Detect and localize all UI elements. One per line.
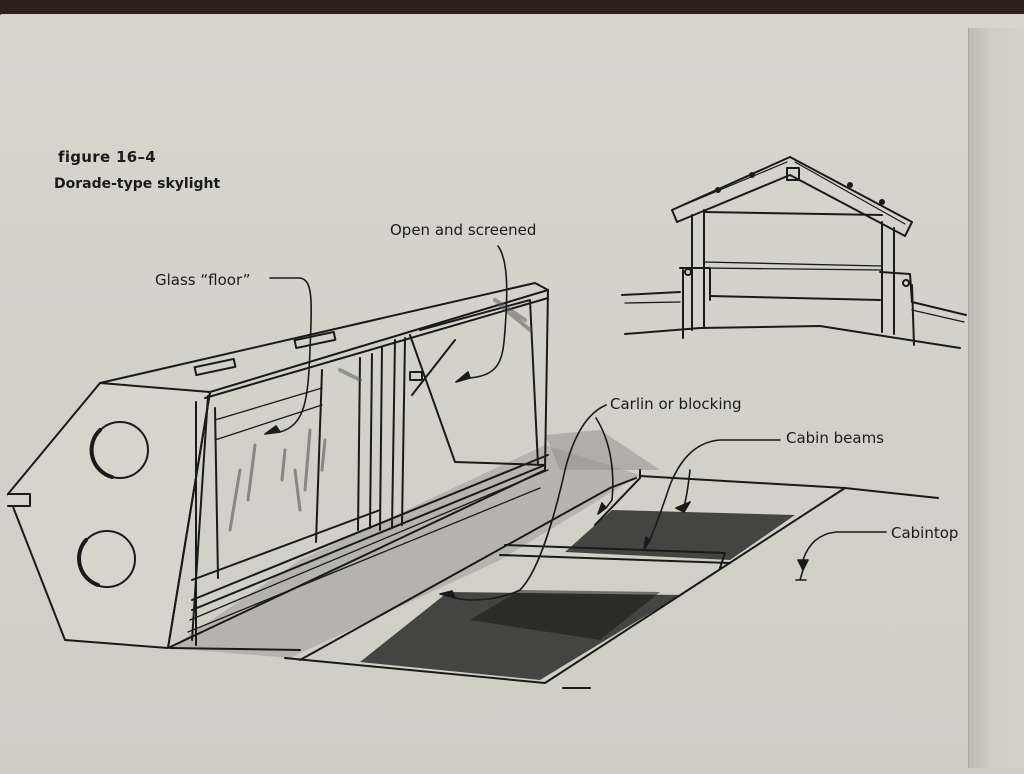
label-glass-floor: Glass “floor” [155, 271, 251, 289]
facing-page-edge [968, 28, 1024, 768]
leader-cabintop [802, 531, 887, 561]
leader-carlin-2 [595, 417, 614, 509]
leader-glass-floor [269, 277, 312, 433]
figure-caption: Dorade-type skylight [54, 176, 221, 192]
leader-cabin-beams-1 [649, 439, 781, 541]
leader-open-screened [469, 245, 508, 379]
label-cabin-beams: Cabin beams [786, 429, 884, 447]
label-cabintop: Cabintop [891, 524, 959, 542]
leader-cabin-beams-2 [683, 469, 691, 507]
label-carlin-or-blocking: Carlin or blocking [610, 395, 742, 413]
label-open-and-screened: Open and screened [390, 221, 537, 239]
isometric-drawing [7, 282, 939, 689]
callout-leaders [264, 245, 887, 601]
figure-number: figure 16–4 [58, 148, 156, 166]
cross-section-drawing [621, 156, 967, 349]
leader-carlin-1 [454, 404, 607, 601]
